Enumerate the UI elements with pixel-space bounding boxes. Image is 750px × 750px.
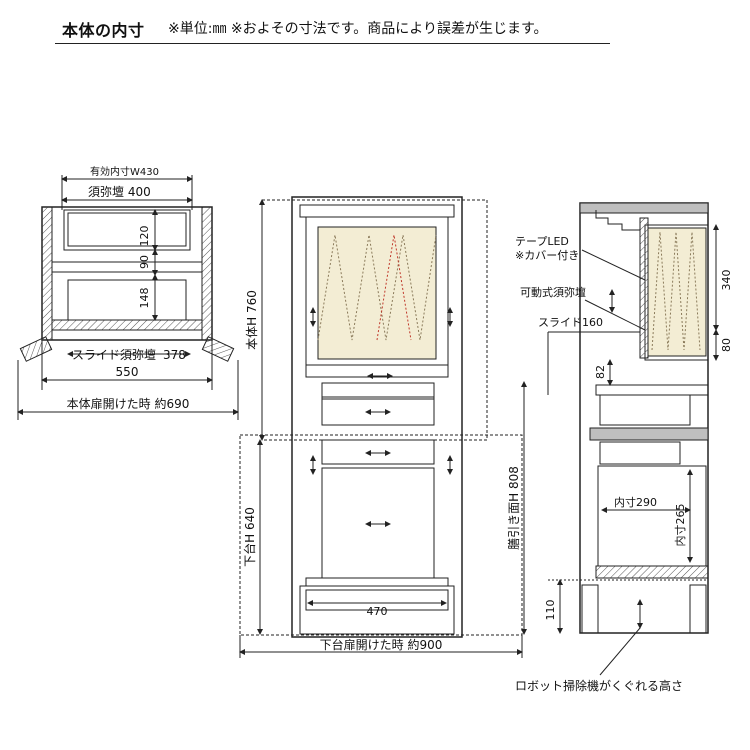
dim-110-label: 110 <box>544 600 557 621</box>
base-inner-width-label: 470 <box>367 605 388 618</box>
effective-inner-width-label: 有効内寸W430 <box>90 165 159 178</box>
robot-clearance-label: ロボット掃除機がくぐれる高さ <box>515 678 683 693</box>
movable-shumidan-label: 可動式須弥壇 <box>520 285 586 299</box>
slide-shumidan-label: スライド須弥壇 <box>72 347 156 362</box>
header-rule <box>55 43 610 44</box>
unit-note: ※単位:㎜ ※およその寸法です。商品により誤差が生じます。 <box>168 21 548 37</box>
body-height-label: 本体H 760 <box>245 290 259 350</box>
dim-82-label: 82 <box>594 365 607 379</box>
header: 本体の内寸 ※単位:㎜ ※およその寸法です。商品により誤差が生じます。 <box>0 0 750 50</box>
side-view <box>547 202 719 676</box>
dim-340-label: 340 <box>720 270 733 291</box>
dim-80-label: 80 <box>720 338 733 352</box>
slide-shumidan-value: 378 <box>163 348 186 362</box>
drawer-surface-height-label: 膳引き面H 808 <box>506 466 521 550</box>
dim-90-label: 90 <box>138 255 151 269</box>
shumidan-width-label: 須弥壇 400 <box>88 184 151 199</box>
dim-148-label: 148 <box>138 288 151 309</box>
dim-120-label: 120 <box>138 226 151 247</box>
inner-290-label: 内寸290 <box>614 495 657 509</box>
cover-included-label: ※カバー付き <box>515 249 579 262</box>
front-view <box>239 196 527 658</box>
body-door-open-label: 本体扉開けた時 約690 <box>67 396 190 411</box>
page-title: 本体の内寸 <box>62 21 145 40</box>
inner-265-label: 内寸265 <box>673 504 687 547</box>
top-view <box>17 175 239 420</box>
slide-160-label: スライド160 <box>538 316 603 329</box>
lower-door-open-label: 下台扉開けた時 約900 <box>320 637 443 652</box>
tape-led-label: テープLED <box>515 235 569 248</box>
width-550-label: 550 <box>116 365 139 379</box>
lower-height-label: 下台H 640 <box>242 507 257 567</box>
